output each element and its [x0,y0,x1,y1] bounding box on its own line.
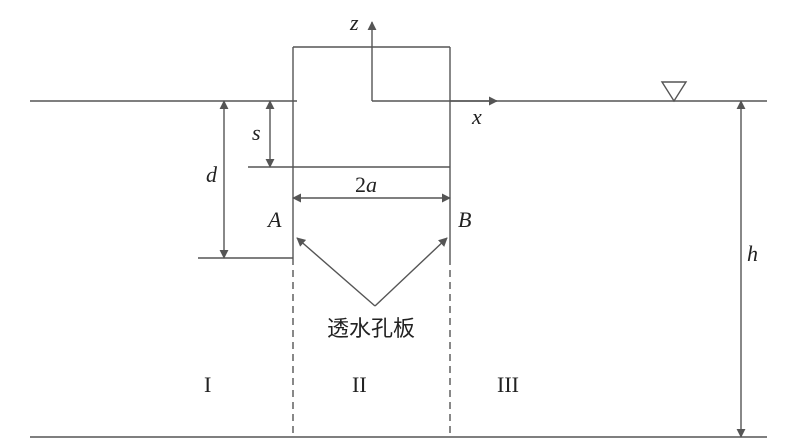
h-label: h [747,241,758,266]
plate-arrow-right [374,237,448,307]
width-label: 2a [355,172,377,197]
region-1-label: I [204,372,211,397]
point-a-label: A [266,207,282,232]
z-axis-label: z [349,10,359,35]
s-label: s [252,120,261,145]
water-level-symbol [660,81,688,103]
region-2-label: II [352,372,367,397]
x-axis-label: x [471,104,482,129]
point-b-label: B [458,207,471,232]
plate-arrow-left [296,237,376,307]
plate-label: 透水孔板 [327,317,415,342]
region-3-label: III [497,372,519,397]
d-label: d [206,162,218,187]
